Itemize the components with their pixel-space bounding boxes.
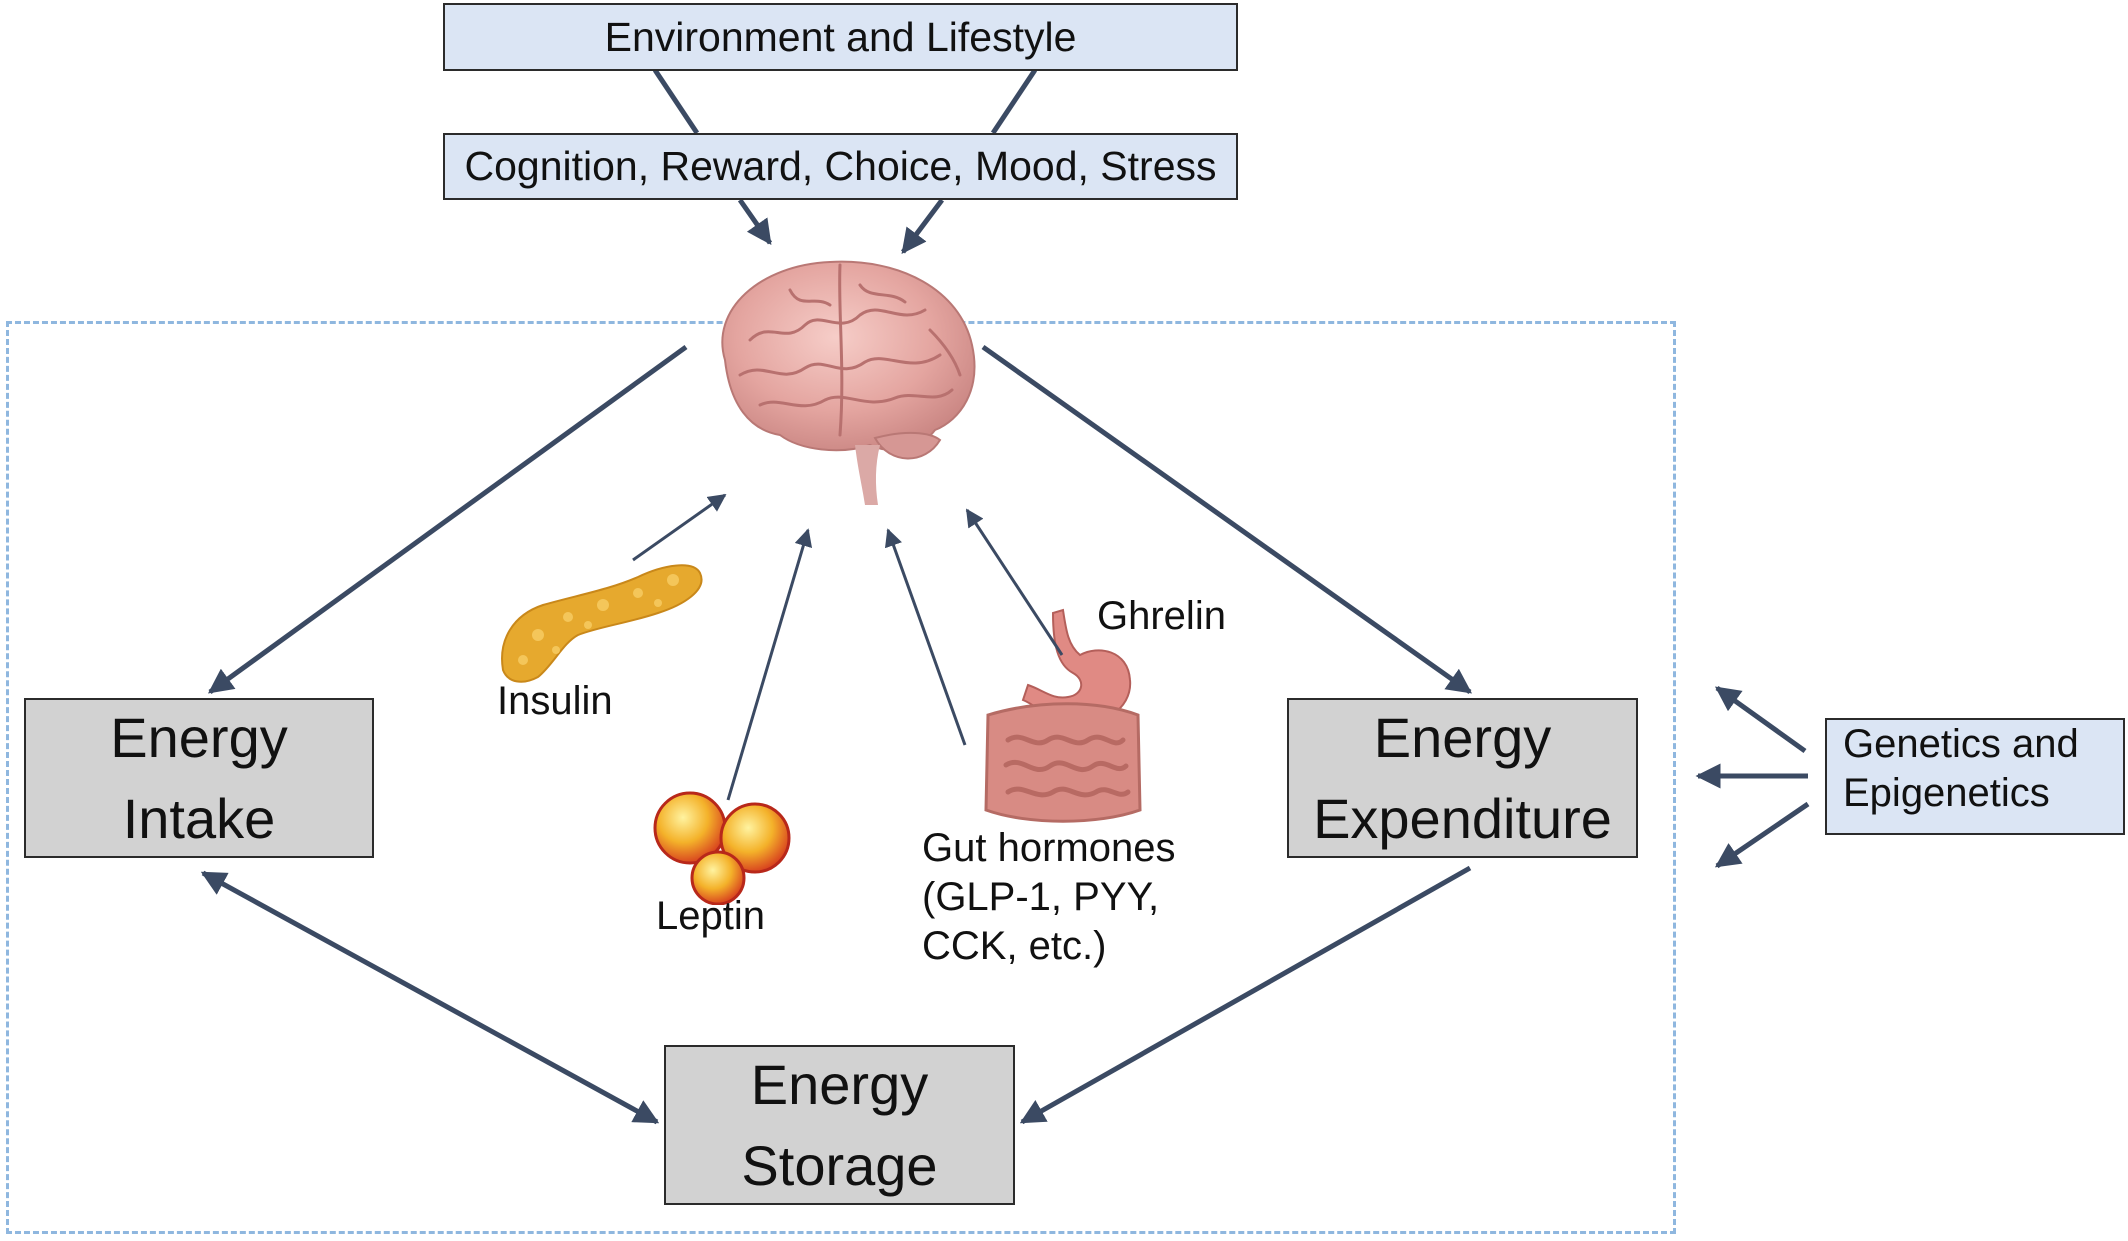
ghrelin-to-brain-arrow xyxy=(965,508,1064,656)
gut-hormones-line1: Gut hormones xyxy=(922,826,1176,870)
leptin-to-brain-arrow xyxy=(726,528,813,801)
env-to-cognition-line-left xyxy=(652,68,700,135)
intake-storage-double-arrow xyxy=(200,870,660,1125)
genetics-arrow-upper xyxy=(1714,685,1807,754)
leptin-label: Leptin xyxy=(656,894,765,938)
gut-hormones-label: Gut hormones (GLP-1, PYY, CCK, etc.) xyxy=(922,824,1175,971)
energy-intake-line1: Energy xyxy=(110,706,288,769)
insulin-label: Insulin xyxy=(497,679,613,723)
genetics-line1: Genetics and xyxy=(1843,722,2079,766)
environment-lifestyle-label: Environment and Lifestyle xyxy=(604,13,1077,60)
genetics-arrow-lower xyxy=(1714,801,1810,869)
genetics-epigenetics-box: Genetics and Epigenetics xyxy=(1825,718,2125,835)
gut-hormones-line2: (GLP-1, PYY, xyxy=(922,875,1160,919)
cognition-to-brain-arrow-left xyxy=(737,198,773,246)
energy-intake-box: Energy Intake xyxy=(24,698,374,858)
insulin-to-brain-arrow xyxy=(632,493,727,562)
genetics-line2: Epigenetics xyxy=(1843,771,2050,815)
intestine-icon xyxy=(984,702,1142,823)
energy-storage-line2: Storage xyxy=(741,1134,938,1197)
energy-storage-line1: Energy xyxy=(750,1053,929,1116)
brain-to-expenditure-arrow xyxy=(981,344,1473,695)
environment-lifestyle-box: Environment and Lifestyle xyxy=(443,3,1238,71)
energy-expenditure-line1: Energy xyxy=(1373,706,1552,769)
cognition-label: Cognition, Reward, Choice, Mood, Stress xyxy=(464,143,1217,189)
fat-cells-icon xyxy=(653,791,791,905)
brain-icon xyxy=(721,260,976,505)
ghrelin-label: Ghrelin xyxy=(1097,594,1226,638)
env-to-cognition-line-right xyxy=(990,68,1038,135)
expenditure-to-storage-arrow xyxy=(1019,865,1472,1125)
energy-expenditure-box: Energy Expenditure xyxy=(1287,698,1638,858)
gut-hormones-line3: CCK, etc.) xyxy=(922,924,1107,968)
cognition-box: Cognition, Reward, Choice, Mood, Stress xyxy=(443,133,1238,200)
energy-expenditure-line2: Expenditure xyxy=(1313,787,1612,850)
cognition-to-brain-arrow-right xyxy=(901,198,944,254)
pancreas-icon xyxy=(501,564,703,683)
brain-to-intake-arrow xyxy=(207,344,688,695)
energy-intake-line2: Intake xyxy=(122,787,276,850)
energy-storage-box: Energy Storage xyxy=(664,1045,1015,1205)
gut-hormones-to-brain-arrow xyxy=(884,528,967,746)
